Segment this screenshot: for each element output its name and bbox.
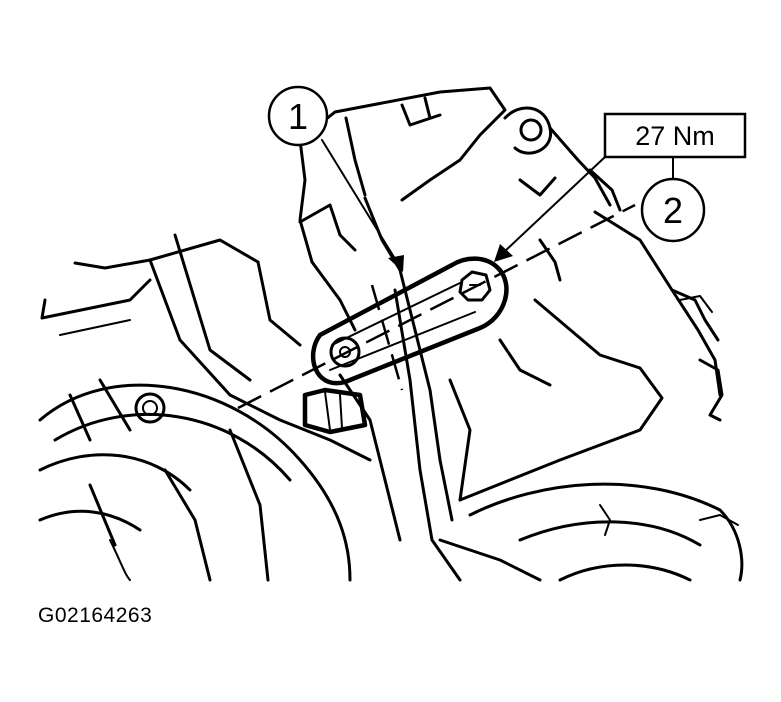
figure-id: G02164263: [38, 604, 153, 627]
bolt-centerline: [237, 203, 636, 410]
callout-1-number: 1: [288, 96, 308, 137]
callout-2-number: 2: [663, 190, 683, 231]
strap-centerline: [370, 284, 404, 391]
mounting-bracket: [448, 106, 724, 502]
housing-ribs: [228, 196, 462, 582]
torque-spec-box: 27 Nm: [603, 112, 747, 159]
lower-housing: [438, 482, 744, 582]
leader-line-2: [494, 156, 674, 262]
callout-2: 2: [640, 177, 706, 243]
sensor-connector: [302, 387, 368, 435]
callout-1: 1: [267, 85, 329, 147]
engine-housing-outline: [40, 86, 507, 397]
torque-spec-label: 27 Nm: [635, 121, 715, 151]
pulley-wheel: [38, 378, 352, 582]
leader-line-1: [321, 139, 404, 272]
